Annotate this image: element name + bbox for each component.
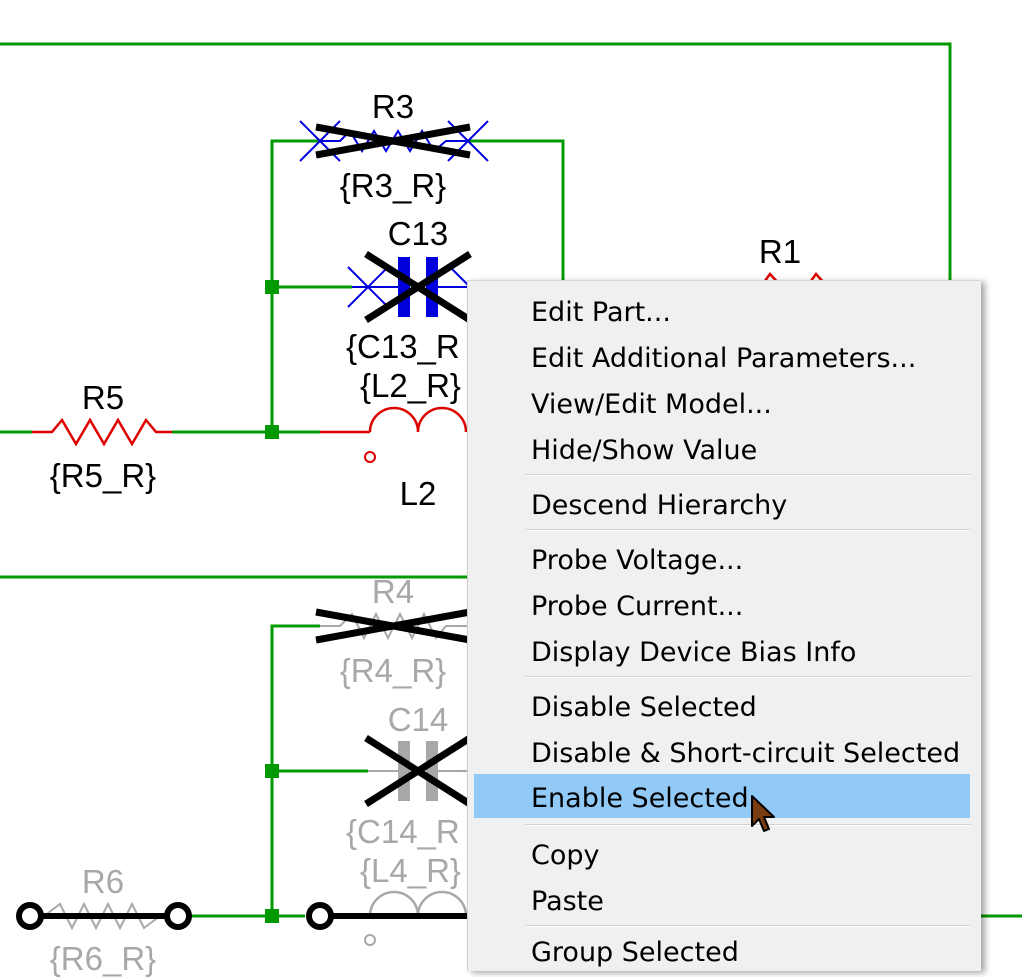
- menu-item-label: View/Edit Model...: [531, 389, 772, 420]
- menu-item-label: Group Selected: [531, 937, 739, 968]
- menu-item-label: Enable Selected: [531, 783, 749, 814]
- menu-item-probe-voltage[interactable]: Probe Voltage...: [474, 541, 970, 585]
- r1-label: R1: [759, 233, 801, 270]
- menu-item-label: Disable Selected: [531, 692, 757, 723]
- menu-item-disable-short-circuit-selected[interactable]: Disable & Short-circuit Selected: [474, 734, 970, 778]
- r3-value: {R3_R}: [340, 167, 446, 204]
- l2-label: L2: [400, 475, 437, 512]
- r4-value: {R4_R}: [340, 652, 446, 689]
- r6-label: R6: [82, 863, 124, 900]
- menu-item-copy[interactable]: Copy: [474, 836, 970, 880]
- resistor-r3[interactable]: [299, 120, 489, 162]
- menu-item-label: Disable & Short-circuit Selected: [531, 738, 961, 769]
- capacitor-c14[interactable]: [364, 735, 472, 807]
- menu-item-hide-show-value[interactable]: Hide/Show Value: [474, 431, 970, 475]
- menu-item-enable-selected[interactable]: Enable Selected: [474, 774, 970, 818]
- resistor-r5[interactable]: [32, 417, 172, 447]
- menu-item-paste[interactable]: Paste: [474, 882, 970, 926]
- menu-item-label: Probe Voltage...: [531, 545, 744, 576]
- menu-separator: [526, 529, 970, 531]
- menu-separator: [526, 824, 970, 826]
- menu-item-display-device-bias-info[interactable]: Display Device Bias Info: [474, 633, 970, 677]
- r5-value: {R5_R}: [50, 457, 156, 494]
- menu-item-probe-current[interactable]: Probe Current...: [474, 587, 970, 631]
- menu-item-group-selected[interactable]: Group Selected: [474, 933, 970, 977]
- menu-item-disable-selected[interactable]: Disable Selected: [474, 688, 970, 732]
- menu-item-label: Edit Additional Parameters...: [531, 343, 917, 374]
- r4-label: R4: [372, 573, 414, 610]
- menu-item-label: Display Device Bias Info: [531, 637, 857, 668]
- r5-label: R5: [82, 379, 124, 416]
- c14-value: {C14_R: [346, 813, 460, 850]
- resistor-r4[interactable]: [315, 608, 471, 644]
- menu-item-view-edit-model[interactable]: View/Edit Model...: [474, 385, 970, 429]
- context-menu: Edit Part... Edit Additional Parameters.…: [467, 280, 981, 971]
- menu-item-label: Edit Part...: [531, 297, 671, 328]
- l4-value: {L4_R}: [360, 852, 461, 889]
- menu-item-label: Probe Current...: [531, 591, 744, 622]
- menu-item-label: Copy: [531, 840, 600, 871]
- menu-item-label: Hide/Show Value: [531, 435, 758, 466]
- r6-value: {R6_R}: [50, 940, 156, 977]
- inductor-l4[interactable]: [306, 890, 468, 946]
- menu-separator: [526, 925, 970, 927]
- menu-item-label: Descend Hierarchy: [531, 490, 788, 521]
- menu-item-edit-part[interactable]: Edit Part...: [474, 293, 970, 337]
- wires: [0, 42, 1022, 918]
- mouse-pointer-icon: [751, 795, 775, 832]
- l2-value: {L2_R}: [360, 367, 461, 404]
- resistor-r6[interactable]: [16, 901, 192, 931]
- menu-item-descend-hierarchy[interactable]: Descend Hierarchy: [474, 486, 970, 530]
- menu-separator: [526, 676, 970, 678]
- c14-label: C14: [388, 701, 449, 738]
- c13-label: C13: [388, 215, 449, 252]
- r3-label: R3: [372, 88, 414, 125]
- menu-separator: [526, 474, 970, 476]
- menu-item-edit-additional-parameters[interactable]: Edit Additional Parameters...: [474, 339, 970, 383]
- menu-item-label: Paste: [531, 886, 604, 917]
- c13-value: {C13_R: [346, 328, 460, 365]
- junction-dots: [265, 280, 279, 923]
- inductor-l2[interactable]: [320, 406, 468, 463]
